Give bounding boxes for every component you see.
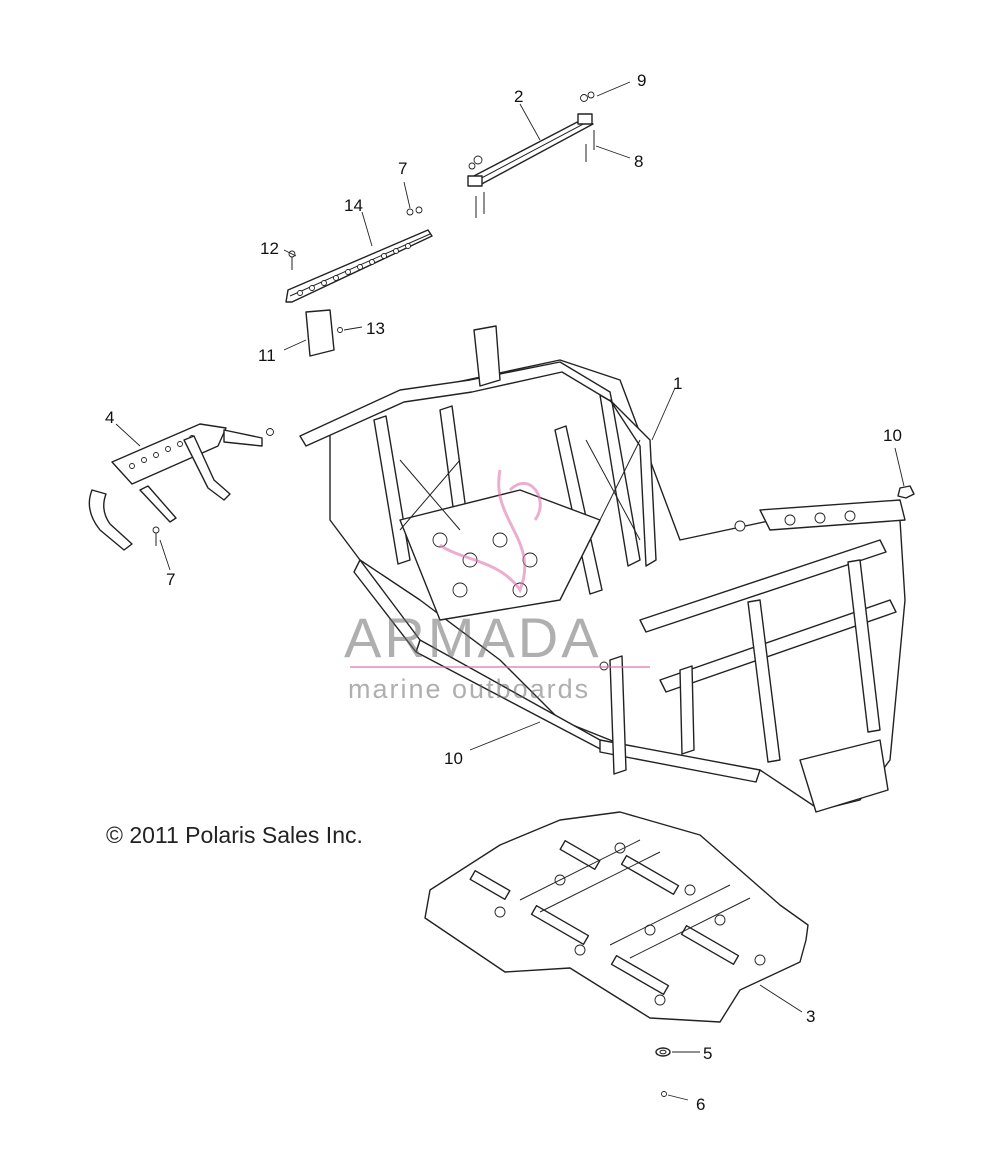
callout-10-lower: 10 bbox=[444, 749, 463, 768]
callout-14: 14 bbox=[344, 196, 363, 215]
callout-1: 1 bbox=[673, 374, 682, 393]
callout-9: 9 bbox=[637, 71, 646, 90]
part-4-bumper bbox=[88, 423, 274, 551]
callout-7-lower: 7 bbox=[166, 570, 175, 589]
part-2-cross-bar bbox=[467, 91, 595, 218]
callout-8: 8 bbox=[634, 152, 643, 171]
callout-13: 13 bbox=[366, 319, 385, 338]
callout-4: 4 bbox=[105, 408, 114, 427]
callout-6: 6 bbox=[696, 1095, 705, 1114]
part-1-main-frame bbox=[299, 325, 906, 813]
watermark-logo-icon bbox=[439, 469, 542, 594]
part-3-skid-plate bbox=[424, 811, 809, 1023]
copyright-text: © 2011 Polaris Sales Inc. bbox=[106, 822, 363, 848]
callout-12: 12 bbox=[260, 239, 279, 258]
watermark-divider bbox=[350, 666, 650, 668]
callout-10-right: 10 bbox=[883, 426, 902, 445]
callout-11: 11 bbox=[258, 346, 276, 365]
leader-lines bbox=[115, 81, 905, 1101]
watermark-name: ARMADA bbox=[344, 606, 602, 669]
watermark-tagline: marine outboards bbox=[348, 674, 591, 704]
part-6-screw bbox=[661, 1091, 667, 1097]
callout-2: 2 bbox=[514, 87, 523, 106]
part-11-plate bbox=[305, 309, 343, 357]
callout-5: 5 bbox=[703, 1044, 712, 1063]
part-5-washer bbox=[655, 1047, 671, 1057]
callout-7-upper: 7 bbox=[398, 159, 407, 178]
part-10-nut bbox=[897, 485, 915, 499]
part-14-bracket bbox=[285, 206, 433, 303]
callout-labels: 1 2 3 4 5 6 7 7 8 9 10 10 11 12 13 14 bbox=[105, 71, 902, 1114]
callout-3: 3 bbox=[806, 1007, 815, 1026]
